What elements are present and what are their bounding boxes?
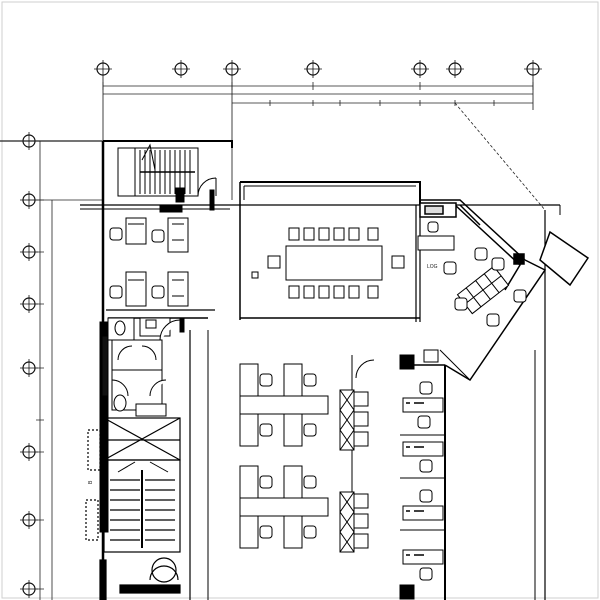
dimension-lines — [0, 82, 546, 600]
angled-wing-desks — [417, 221, 527, 327]
grid-markers-top — [96, 62, 540, 200]
stair-top — [117, 143, 217, 197]
conference-room — [251, 227, 405, 299]
open-office-workstations — [239, 363, 329, 549]
conference-table — [285, 245, 383, 281]
angled-wing — [419, 199, 590, 382]
workstations-top-left — [106, 205, 215, 311]
reception-mark: LOG — [427, 264, 438, 270]
lift-core — [85, 417, 181, 600]
grid-marker-crosshairs-top — [94, 60, 542, 78]
private-offices — [399, 349, 445, 600]
filing-cabinets — [339, 359, 375, 553]
right-edge-lines — [175, 141, 561, 333]
stair-mark: B — [88, 480, 94, 484]
